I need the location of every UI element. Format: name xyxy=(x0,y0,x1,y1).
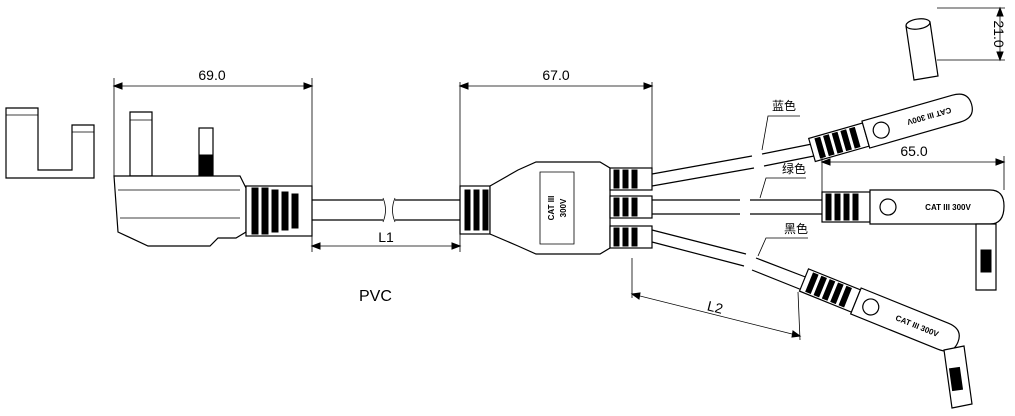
wire-label-blue: 蓝色 xyxy=(772,99,796,113)
splitter-body: CAT III 300V xyxy=(459,161,653,255)
wire-label-black: 黑色 xyxy=(784,222,808,236)
dimension-splitter-length: 67.0 xyxy=(458,67,654,186)
material-label: PVC xyxy=(359,288,392,305)
splitter-output-ribs xyxy=(613,169,638,247)
dimension-cable-length-1-label: L1 xyxy=(378,229,394,245)
callout-blue: 蓝色 xyxy=(761,99,800,151)
wire-label-green: 绿色 xyxy=(782,161,806,176)
plug-side-pins xyxy=(5,107,95,179)
dimension-cable-length-2-label: L2 xyxy=(706,298,725,317)
splitter-marking-line1: CAT III xyxy=(547,196,556,221)
dimension-cable-length-1: L1 xyxy=(310,229,462,252)
plug-strain-relief-ribs xyxy=(251,187,299,235)
connector-green-marking: CAT III 300V xyxy=(925,203,971,212)
connector-blue-pin xyxy=(905,7,1005,81)
dimension-connector-length-label: 65.0 xyxy=(900,143,927,159)
dimension-plug-length: 69.0 xyxy=(112,67,314,186)
callout-green: 绿色 xyxy=(759,161,806,199)
dimension-splitter-length-label: 67.0 xyxy=(542,67,569,83)
connector-green: CAT III 300V xyxy=(821,189,1005,291)
connector-blue: CAT III 300V xyxy=(807,93,973,163)
splitter-marking-line2: 300V xyxy=(559,198,568,217)
output-wires xyxy=(651,143,822,291)
dimension-connector-width: 21.0 xyxy=(991,6,1007,62)
uk-plug xyxy=(113,111,460,247)
callout-black: 黑色 xyxy=(757,222,808,257)
dimension-plug-length-label: 69.0 xyxy=(198,67,225,83)
connector-black: CAT III 300V xyxy=(798,268,960,352)
connector-black-pin xyxy=(943,345,973,409)
dimension-connector-width-label: 21.0 xyxy=(991,20,1007,47)
dimension-cable-length-2: L2 xyxy=(630,258,802,341)
dimension-connector-length: 65.0 xyxy=(820,143,1006,192)
